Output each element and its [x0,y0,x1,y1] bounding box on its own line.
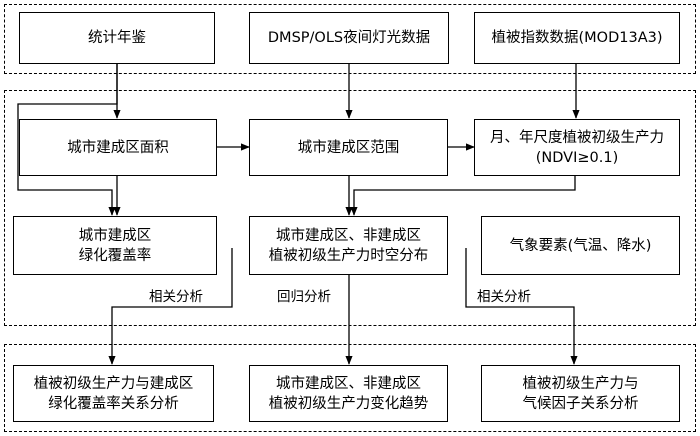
regression-label: 回归分析 [277,289,331,305]
output-climate-relation-box: 植被初级生产力与 气候因子关系分析 [481,365,680,422]
processing-group [4,90,696,326]
input-data-group [4,4,696,74]
output-greencover-relation-box: 植被初级生产力与建成区 绿化覆盖率关系分析 [13,365,214,422]
npp-text-line1: 月、年尺度植被初级生产力 [490,129,664,146]
climate-text: 气象要素(气温、降水) [509,237,652,254]
dmsp-ols-box: DMSP/OLS夜间灯光数据 [249,12,449,64]
arrow-to-output1 [108,248,233,365]
correlation-label-left: 相关分析 [149,289,203,305]
stat-yearbook-box: 统计年鉴 [19,12,215,64]
dmsp-ols-text: DMSP/OLS夜间灯光数据 [267,30,431,46]
output2-text-line1: 城市建成区、非建成区 [276,375,421,392]
output1-text-line2: 绿化覆盖率关系分析 [48,395,179,412]
npp-text-line2: (NDVI≥0.1) [535,149,619,166]
ndvi-data-box: 植被指数数据(MOD13A3) [474,12,680,64]
stat-yearbook-text: 统计年鉴 [88,30,146,46]
arrow-to-output3 [465,248,578,365]
urban-extent-text: 城市建成区范围 [297,139,400,156]
climate-box: 气象要素(气温、降水) [481,216,680,275]
output3-text-line1: 植被初级生产力与 [522,375,639,392]
spatiotemporal-text-line2: 植被初级生产力时空分布 [268,247,429,264]
correlation-label-right: 相关分析 [477,289,531,305]
urban-extent-box: 城市建成区范围 [249,119,448,176]
analysis-results-group [4,344,696,432]
output-npp-trend-box: 城市建成区、非建成区 植被初级生产力变化趋势 [249,365,448,422]
ndvi-data-text: 植被指数数据(MOD13A3) [491,30,663,46]
npp-box: 月、年尺度植被初级生产力 (NDVI≥0.1) [474,119,680,176]
arrow-yearbook-to-greencover [17,64,118,216]
green-cover-text-line1: 城市建成区 [78,227,152,244]
urban-area-text: 城市建成区面积 [67,139,169,156]
output1-text-line1: 植被初级生产力与建成区 [33,375,194,392]
spatiotemporal-text-line1: 城市建成区、非建成区 [276,227,421,244]
output3-text-line2: 气候因子关系分析 [522,395,639,412]
urban-area-box: 城市建成区面积 [19,119,217,176]
green-cover-text-line2: 绿化覆盖率 [78,247,152,264]
spatiotemporal-box: 城市建成区、非建成区 植被初级生产力时空分布 [249,216,448,275]
green-cover-box: 城市建成区 绿化覆盖率 [13,216,217,275]
output2-text-line2: 植被初级生产力变化趋势 [268,395,429,412]
arrow-npp-to-spatiotemporal [350,176,576,216]
